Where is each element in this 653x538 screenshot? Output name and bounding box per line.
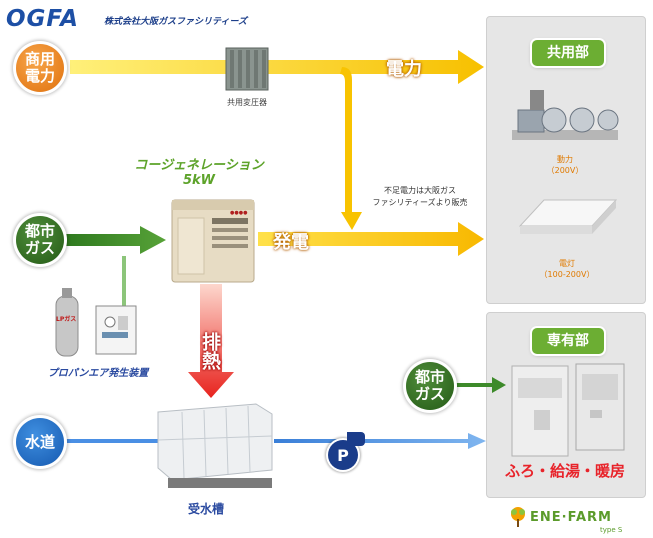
water-tank-label: 受水槽 — [188, 502, 225, 516]
city-gas-circle-right: 都市 ガス — [406, 362, 454, 410]
ceiling-light-image — [516, 196, 620, 246]
cogeneration-title: コージェネレーション 5kW — [124, 158, 274, 188]
propane-air-generator-label: プロパンエア発生装置 — [47, 368, 149, 379]
heat-arrow — [188, 284, 234, 398]
water-arrow — [274, 433, 486, 449]
city-gas-circle-left: 都市 ガス — [16, 216, 64, 264]
shortage-power-note: 不足電力は大阪ガス ファシリティーズより販売 — [372, 186, 468, 207]
private-uses-label: ふろ・給湯・暖房 — [504, 462, 625, 480]
motor-label: 動力 （200V） — [546, 155, 584, 175]
transformer-image — [222, 44, 272, 94]
ogfa-logo: OGFA — [6, 6, 79, 32]
ene-farm-type: type S — [600, 526, 623, 534]
light-label: 電灯 （100-200V） — [539, 259, 595, 279]
exhaust-heat-label: 排熱 — [199, 332, 221, 370]
common-area-tag: 共用部 — [532, 40, 604, 66]
generation-arrow — [258, 222, 484, 256]
cogeneration-unit-image: ●●●● — [170, 196, 256, 284]
water-line — [66, 439, 158, 443]
ene-farm-tree-icon — [508, 506, 528, 528]
motor-pump-image — [508, 86, 622, 146]
gas-arrow-left — [66, 226, 166, 254]
generation-label: 発電 — [273, 232, 309, 253]
transformer-label: 共用変圧器 — [227, 98, 267, 107]
private-area-tag: 専有部 — [532, 328, 604, 354]
water-tank-image — [152, 398, 276, 492]
gas-arrow-right — [455, 377, 506, 393]
pump-outlet — [347, 432, 365, 446]
power-arrow — [70, 50, 484, 84]
power-label: 電力 — [386, 59, 422, 80]
ene-farm-brand: ENE·FARM — [530, 510, 612, 525]
svg-text:●●●●: ●●●● — [230, 210, 248, 216]
commercial-power-circle: 商用 電力 — [16, 44, 64, 92]
company-name: 株式会社大阪ガスファシリティーズ — [104, 17, 248, 27]
water-supply-circle: 水道 — [16, 418, 64, 466]
ene-farm-unit-image — [510, 362, 628, 458]
lp-gas-text: LPガス — [56, 316, 77, 323]
power-branch-arrow — [340, 67, 362, 230]
propane-air-generator-image: LPガス — [52, 286, 140, 360]
cogeneration-capacity: 5kW — [182, 173, 216, 188]
cogeneration-name: コージェネレーション — [134, 158, 264, 173]
